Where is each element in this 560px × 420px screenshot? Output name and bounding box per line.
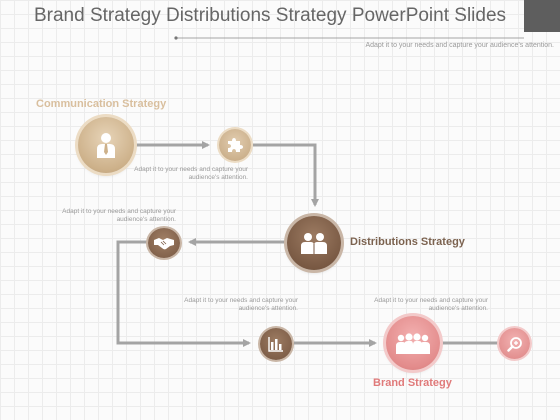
zoom-node — [499, 328, 530, 359]
label-communication-strategy: Communication Strategy — [36, 98, 167, 110]
note-text: Adapt it to your needs and capture your … — [184, 297, 298, 312]
arrow-handshake-to-chart — [116, 240, 251, 347]
subtitle: Adapt it to your needs and capture your … — [365, 42, 554, 49]
label-brand-strategy: Brand Strategy — [373, 377, 452, 389]
label-distributions-strategy: Distributions Strategy — [350, 236, 465, 248]
page-title: Brand Strategy Distributions Strategy Po… — [33, 5, 507, 26]
magnifier-icon — [506, 336, 522, 352]
puzzle-icon — [228, 138, 243, 152]
distributions-strategy-node — [287, 216, 341, 270]
note-text: Adapt it to your needs and capture your … — [374, 297, 488, 312]
corner-block — [524, 0, 560, 32]
group-icon — [396, 333, 430, 354]
bar-chart-icon — [268, 337, 283, 352]
handshake-node — [148, 228, 180, 258]
title-underline-dot — [174, 36, 178, 40]
arrow-puzzle-to-dist — [253, 143, 319, 207]
handshake-icon — [154, 238, 174, 250]
note-text: Adapt it to your needs and capture your … — [62, 208, 176, 223]
puzzle-node — [219, 129, 251, 161]
note-text: Adapt it to your needs and capture your … — [134, 166, 248, 181]
team-icon — [301, 233, 327, 254]
brand-strategy-node — [386, 316, 440, 370]
communication-strategy-node — [78, 117, 134, 173]
chart-node — [260, 328, 292, 360]
businessman-icon — [97, 133, 115, 158]
